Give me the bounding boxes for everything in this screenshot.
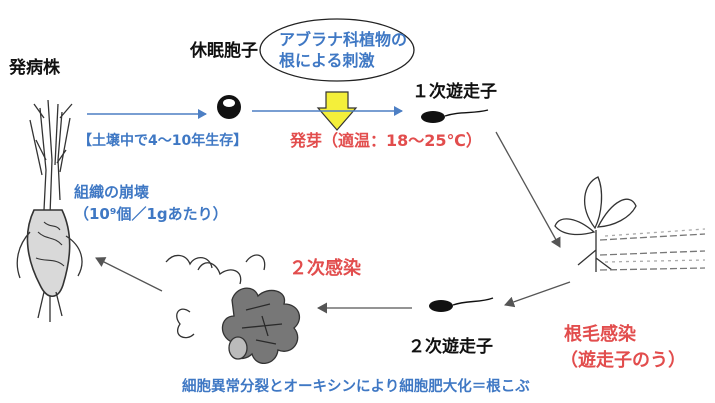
label-primary-zoospore: １次遊走子 (412, 82, 497, 102)
label-diseased-plant: 発病株 (9, 58, 60, 78)
arrow-zoospore-to-host (495, 131, 561, 248)
label-clubroot-mechanism: 細胞異常分裂とオーキシンにより細胞肥大化＝根こぶ (182, 379, 530, 395)
label-soil-survival: 【土壌中で4～10年生存】 (78, 133, 248, 149)
label-spore-density: （10⁹個／1gあたり） (74, 205, 228, 223)
label-secondary-zoospore: ２次遊走子 (408, 337, 493, 357)
diseased-plant-illustration (16, 99, 83, 322)
resting-spore-illustration (217, 95, 241, 119)
label-root-stimulus-line2: 根による刺激 (279, 51, 375, 70)
label-germination: 発芽（適温：18～25℃） (290, 131, 482, 150)
arrow-host-to-secondary-zoospore (504, 281, 571, 308)
label-tissue-collapse: 組織の崩壊 (74, 183, 150, 201)
label-secondary-infection: ２次感染 (289, 258, 361, 279)
clubroot-gall-illustration (165, 254, 301, 364)
host-plant-illustration (554, 176, 706, 272)
secondary-zoospore-illustration (429, 297, 494, 312)
label-root-hair-infection: 根毛感染 (564, 324, 636, 345)
primary-zoospore-illustration (421, 109, 489, 123)
arrow-gall-to-diseased-plant (95, 257, 163, 292)
label-zoosporangium: （遊走子のう） (560, 350, 686, 371)
label-root-stimulus-line1: アブラナ科植物の (279, 30, 408, 49)
root-stimulus-callout (259, 18, 415, 82)
label-resting-spore: 休眠胞子 (190, 41, 258, 61)
